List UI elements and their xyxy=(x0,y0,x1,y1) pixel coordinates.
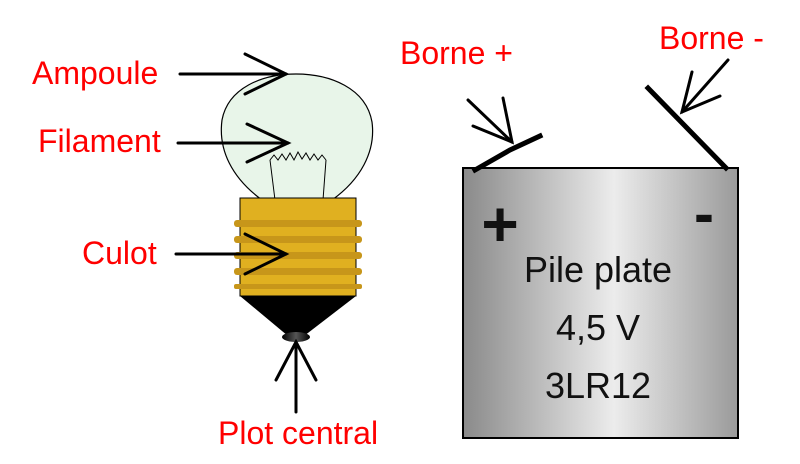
bulb-insulator xyxy=(240,296,356,336)
terminal-plus xyxy=(471,132,544,174)
label-filament: Filament xyxy=(38,123,161,159)
bulb-socket xyxy=(234,197,362,297)
minus-sign: - xyxy=(694,180,714,247)
battery-voltage: 4,5 V xyxy=(556,307,640,348)
label-culot: Culot xyxy=(82,235,157,271)
arrow-borne-plus xyxy=(466,96,515,145)
terminal-minus xyxy=(644,84,730,172)
plus-sign: + xyxy=(481,188,518,260)
label-ampoule: Ampoule xyxy=(32,55,158,91)
center-contact xyxy=(282,332,310,342)
flat-battery: + - Pile plate 4,5 V 3LR12 xyxy=(462,84,739,439)
arrow-filament xyxy=(176,122,292,164)
battery-name: Pile plate xyxy=(524,249,672,290)
label-plot-central: Plot central xyxy=(218,415,378,451)
label-borne-minus: Borne - xyxy=(659,20,764,56)
arrow-borne-minus xyxy=(679,58,730,115)
battery-reference: 3LR12 xyxy=(545,365,651,406)
label-borne-plus: Borne + xyxy=(400,35,513,71)
light-bulb xyxy=(220,73,374,342)
arrow-culot xyxy=(174,232,290,276)
arrow-plot-central xyxy=(274,338,318,414)
filament-supports xyxy=(269,159,327,201)
filament-coil xyxy=(269,150,327,162)
battery-body xyxy=(462,167,739,439)
arrow-ampoule xyxy=(178,52,290,96)
